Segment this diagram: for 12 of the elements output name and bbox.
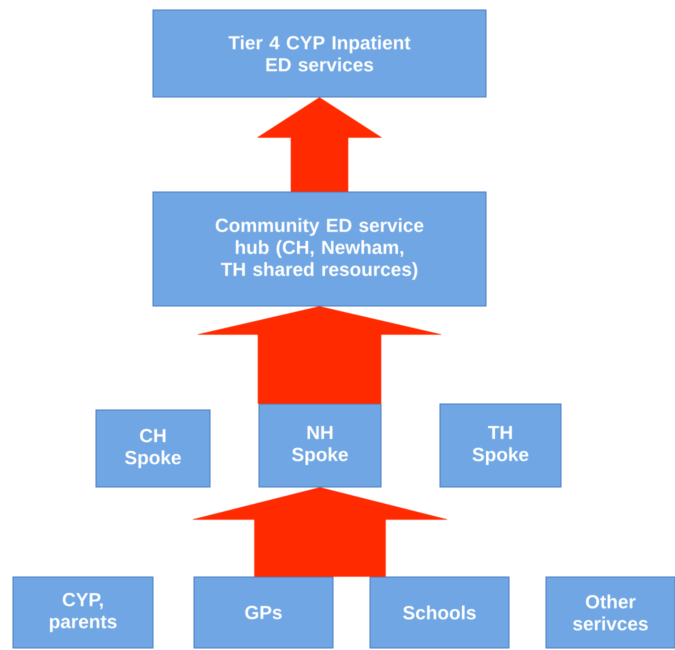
service-box: CYP, parents xyxy=(12,576,154,648)
service-box: Other serivces xyxy=(546,576,675,648)
service-box: NH Spoke xyxy=(258,404,382,488)
service-box: Community ED service hub (CH, Newham, TH shared resources) xyxy=(152,192,486,306)
service-box: GPs xyxy=(194,576,334,648)
service-box: Tier 4 CYP Inpatient ED services xyxy=(152,10,486,98)
service-box: CH Spoke xyxy=(96,410,210,488)
service-box: Schools xyxy=(370,576,510,648)
service-box: TH Spoke xyxy=(440,404,562,488)
block-arrow xyxy=(257,97,382,192)
block-arrow xyxy=(198,306,442,404)
block-arrow xyxy=(192,487,448,577)
